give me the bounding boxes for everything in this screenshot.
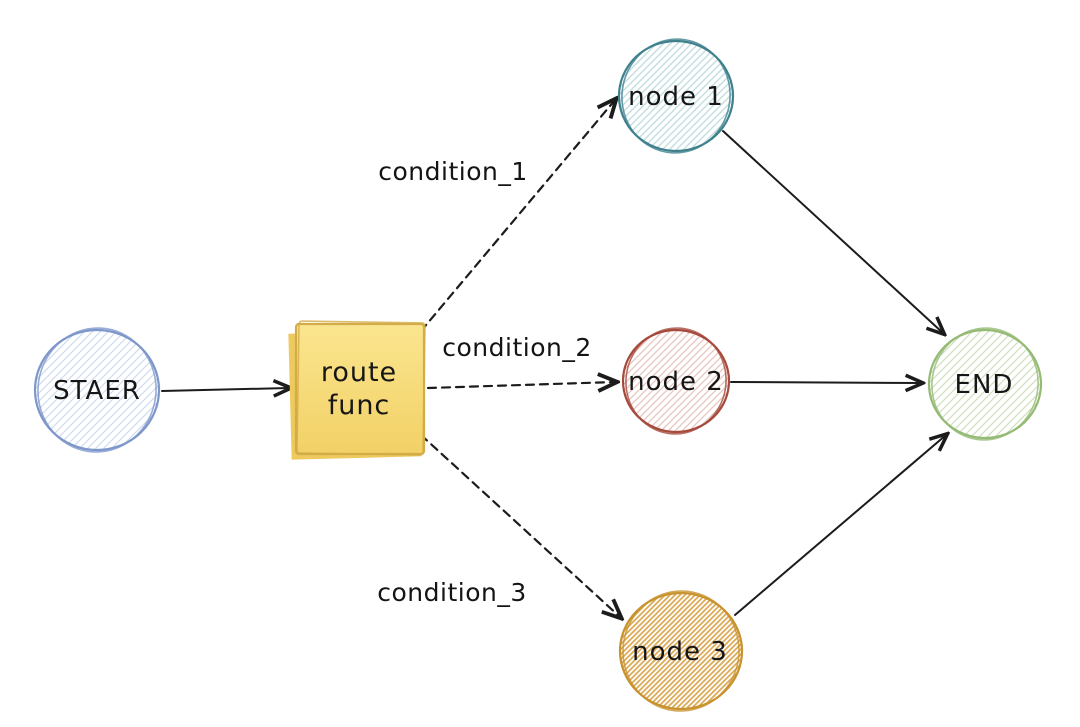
node1-shape [617,39,735,153]
node2-sketch-outline [625,327,727,435]
start-node-shape [33,328,161,452]
edge-start-to-router [161,388,289,391]
edge-router-to-node1 [419,100,615,333]
edges-layer [161,100,946,617]
node2-label: node 2 [628,367,724,397]
route-func-label-line1: route [321,357,397,388]
route-func-node: route func [288,320,426,460]
route-func-label-line2: func [328,390,391,421]
node3-sketch-outline [622,590,740,712]
edge-label-condition-3: condition_3 [377,578,527,607]
edge-node2-to-end [730,382,921,383]
edge-labels-layer: condition_1 condition_2 condition_3 [377,157,592,607]
edge-label-condition-1: condition_1 [378,157,528,186]
edge-label-condition-2: condition_2 [442,333,592,362]
edge-node1-to-end [722,130,943,333]
edge-router-to-node2 [426,382,615,388]
node1-label: node 1 [628,82,724,112]
end-node-sketch-outline [931,327,1039,441]
node1-sketch-outline [621,38,731,154]
node2-node: node 2 [621,327,731,435]
node1-node: node 1 [617,38,735,154]
edge-node3-to-end [734,435,946,616]
node3-label: node 3 [632,637,728,667]
start-node-sketch-outline [37,327,157,453]
end-node: END [927,327,1043,441]
end-node-shape [927,328,1043,440]
route-func-shape [294,322,426,456]
start-node: STAER [33,327,161,453]
edge-router-to-node3 [419,433,620,617]
start-node-label: STAER [53,376,141,406]
node3-shape [618,591,744,711]
end-node-label: END [955,370,1014,400]
node2-shape [621,328,731,434]
node3-node: node 3 [618,590,744,712]
route-func-sketch-outline [296,320,426,456]
